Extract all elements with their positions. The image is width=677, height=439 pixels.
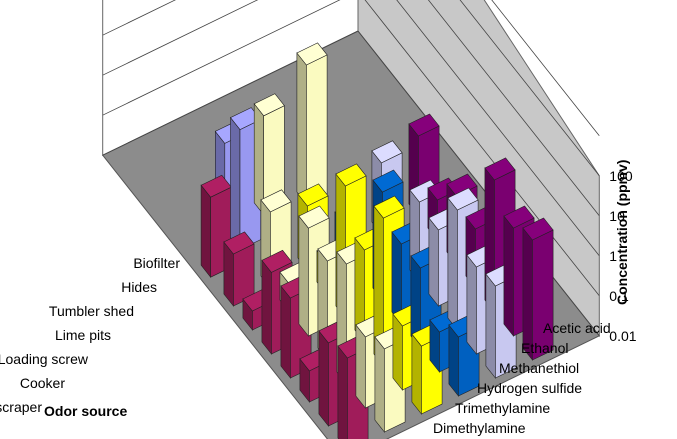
gridline [102,0,600,297]
source-label: Tumbler shed [49,303,134,319]
x-axis-title: Odor source [44,403,127,419]
gridline [102,0,600,257]
compound-label: Dimethylamine [433,420,526,436]
z-tick-label: 0.1 [609,288,629,304]
z-tick-label: 10 [609,208,625,224]
z-tick-label: 1 [609,248,617,264]
bar [253,93,285,216]
compound-label: Trimethylamine [455,400,550,416]
compound-label: Methanethiol [499,360,579,376]
bar [448,314,480,397]
gridline [491,0,600,137]
source-label: Lime pits [55,327,111,343]
bar [296,42,328,205]
source-label: Hides [121,279,157,295]
source-label: Sump scraper [0,399,42,415]
bar-group [200,42,554,439]
source-label: Cooker [20,375,65,391]
z-tick-label: 100 [609,168,633,184]
gridline [459,0,600,177]
compound-label: Hydrogen sulfide [477,380,582,396]
z-axis-tick-labels: 0.01 0.1 1 10 100 [609,168,636,344]
source-label: Biofilter [133,255,180,271]
compound-label: Acetic acid [543,320,611,336]
source-label: Loading screw [0,351,89,367]
bar [522,217,554,361]
z-axis-title: Concentration (ppmv) [614,160,630,305]
gridline [102,0,600,217]
compound-label: Ethanol [521,340,568,356]
bar [223,231,255,307]
z-tick-label: 0.01 [609,328,636,344]
